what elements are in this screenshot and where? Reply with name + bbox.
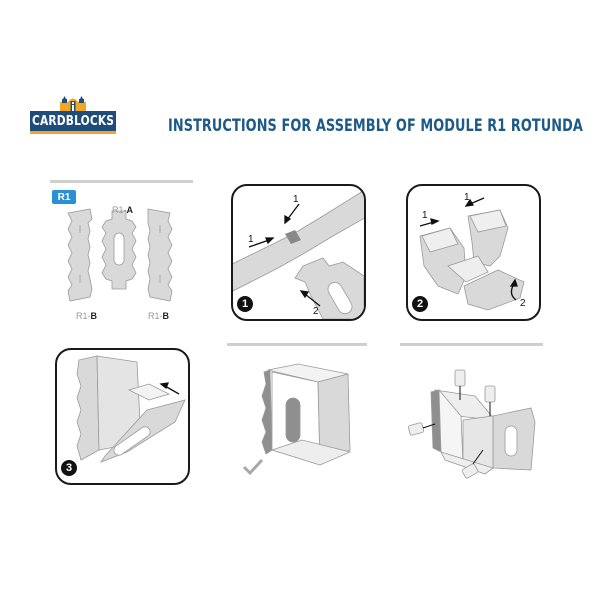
step-2-illustration: 1 1 2	[419, 192, 526, 311]
page-title: INSTRUCTIONS FOR ASSEMBLY OF MODULE R1 R…	[168, 116, 583, 135]
step-2-number: 2	[412, 296, 428, 312]
part-label-b-right: R1-B	[148, 311, 170, 321]
svg-text:1: 1	[248, 234, 254, 245]
step-3-panel: 3	[55, 348, 190, 485]
divider	[50, 180, 193, 183]
exploded-assembly-illustration	[407, 369, 536, 479]
svg-text:2: 2	[520, 298, 526, 309]
step-3-number: 3	[61, 460, 77, 476]
svg-text:1: 1	[422, 210, 428, 221]
svg-text:1: 1	[464, 192, 470, 203]
logo-band: CARDBLOCKS	[30, 111, 116, 134]
part-label-b-left: R1-B	[76, 311, 98, 321]
step-1-panel: 1 1 2 1	[231, 184, 366, 321]
svg-text:1: 1	[293, 194, 299, 205]
divider	[400, 343, 543, 346]
castle-icon	[60, 96, 86, 112]
divider	[227, 343, 367, 346]
checkmark-icon	[242, 458, 264, 476]
step-3-illustration	[76, 355, 186, 463]
step-1-illustration: 1 1 2	[233, 190, 364, 319]
step-1-number: 1	[237, 296, 253, 312]
part-label-a: R1-A	[112, 205, 134, 215]
logo-text: CARDBLOCKS	[31, 113, 115, 129]
cardblocks-logo: CARDBLOCKS	[30, 96, 116, 136]
svg-text:2: 2	[313, 306, 319, 317]
module-badge: R1	[52, 190, 76, 204]
step-2-panel: 1 1 2 2	[406, 184, 541, 321]
parts-layout-icon	[67, 208, 173, 302]
assembled-module-illustration	[261, 363, 352, 466]
